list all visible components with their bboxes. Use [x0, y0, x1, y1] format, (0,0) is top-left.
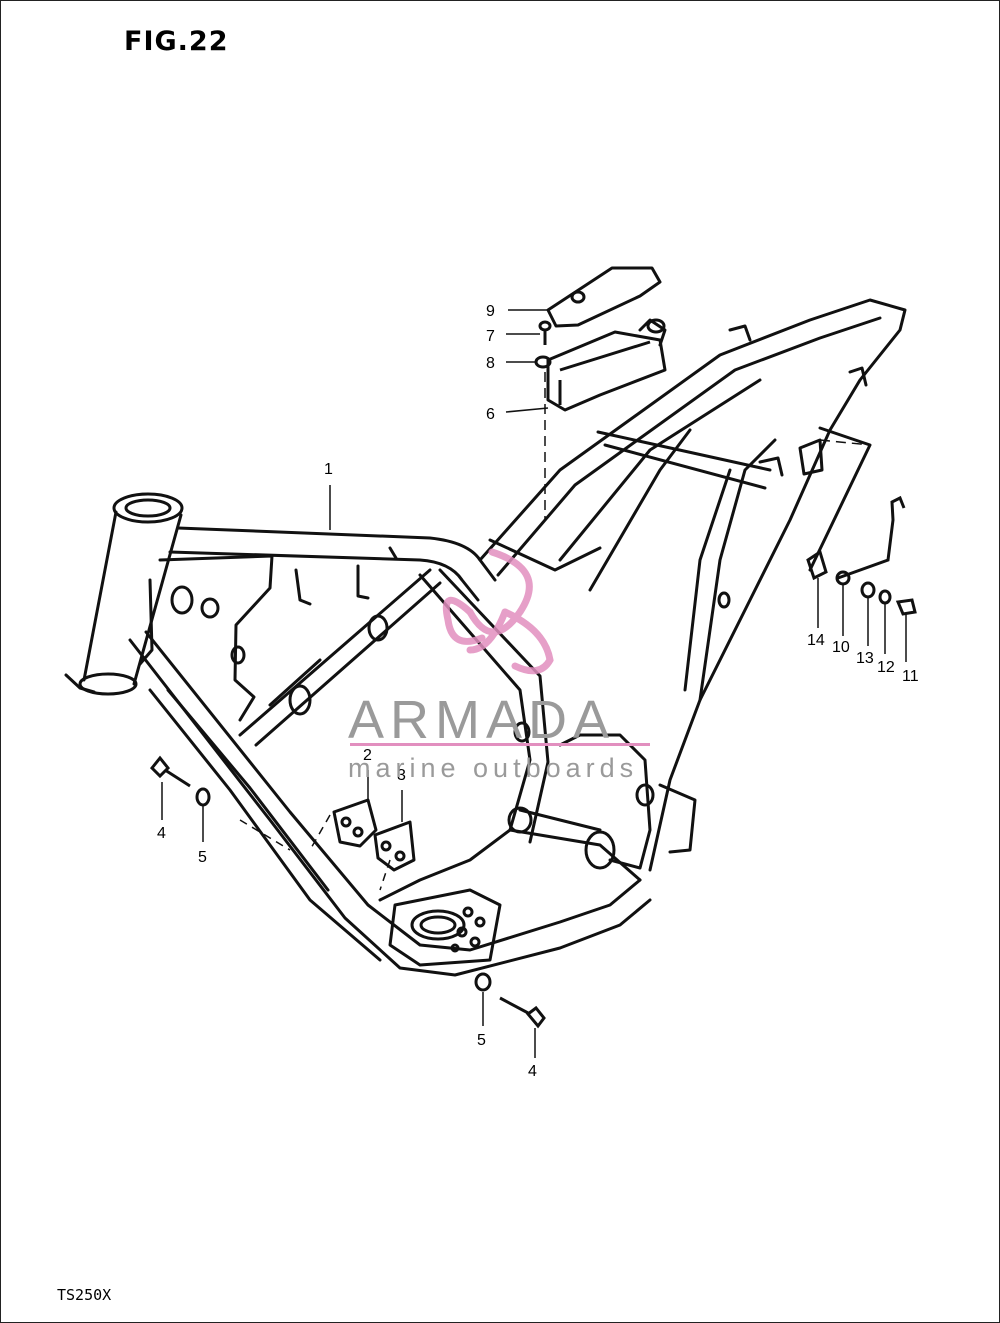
part-5-nut-lower: [474, 972, 492, 992]
callout-4-lower: 4: [528, 1063, 537, 1080]
callout-6: 6: [486, 406, 495, 423]
part-6-bracket: [546, 318, 667, 412]
part-10-stay: [835, 495, 906, 586]
callout-5-upper: 5: [198, 849, 207, 866]
part-4-bolt-lower: [499, 996, 546, 1029]
callout-8: 8: [486, 355, 495, 372]
callout-labels: 1 2 3 4 5 9 7 8 6 14 10 13 12 11 5 4: [157, 303, 919, 1080]
leader-lines: [161, 309, 907, 1058]
part-11-bolt: [895, 598, 917, 616]
part-4-bolt-upper: [149, 755, 191, 788]
callout-13: 13: [856, 650, 874, 667]
watermark-subtitle: marine outboards: [348, 753, 638, 783]
part-12-washer: [878, 589, 892, 605]
part-5-nut-upper: [195, 787, 211, 807]
callout-12: 12: [877, 659, 895, 676]
part-7-screw: [538, 320, 552, 345]
callout-11: 11: [902, 668, 919, 685]
part-3-plate: [373, 820, 416, 872]
watermark-logo-icon: [442, 548, 554, 675]
watermark: ARMADA marine outboards: [348, 548, 650, 783]
callout-10: 10: [832, 639, 850, 656]
callout-7: 7: [486, 328, 495, 345]
callout-9: 9: [486, 303, 495, 320]
watermark-title: ARMADA: [348, 690, 615, 750]
callout-1: 1: [324, 461, 333, 478]
callout-2: 2: [363, 747, 372, 764]
part-14-clip: [806, 549, 828, 581]
watermark-rule: [350, 743, 650, 746]
model-code: TS250X: [57, 1286, 112, 1304]
callout-14: 14: [807, 632, 825, 649]
part-13-washer: [860, 581, 876, 599]
part-9-cover: [546, 266, 662, 328]
callout-4-upper: 4: [157, 825, 166, 842]
motorcycle-frame: [64, 298, 907, 977]
callout-5-lower: 5: [477, 1032, 486, 1049]
figure-title: FIG.22: [124, 26, 229, 57]
callout-3: 3: [397, 767, 406, 784]
part-2-plate: [332, 798, 378, 848]
